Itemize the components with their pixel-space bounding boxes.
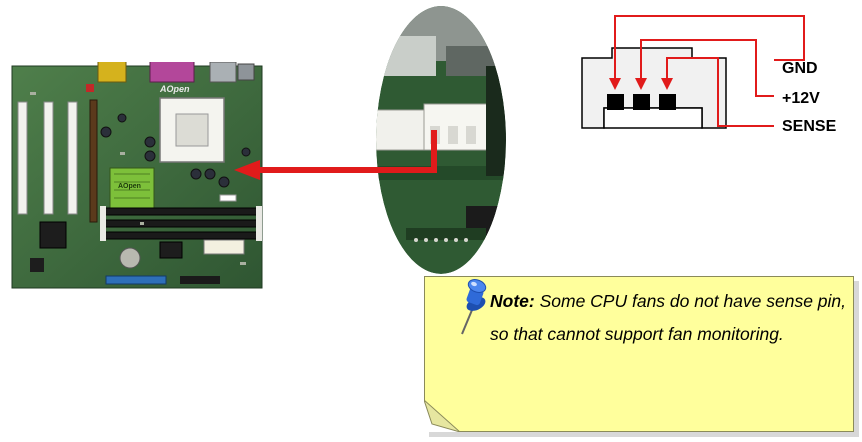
serial-port	[98, 62, 126, 82]
note-folded-corner	[424, 400, 460, 432]
pin-label-gnd: GND	[782, 60, 818, 78]
cmos-battery	[120, 248, 140, 268]
pin-12v	[633, 94, 650, 110]
cpu-socket	[160, 98, 224, 162]
fan-connector-pinout: GND +12V SENSE	[560, 8, 860, 138]
pin-sense	[659, 94, 676, 110]
note-label: Note:	[490, 291, 535, 311]
motherboard-image: AOpen AOpen	[10, 62, 266, 294]
pin-label-12v: +12V	[782, 90, 820, 108]
note-body: Some CPU fans do not have sense pin, so …	[490, 291, 846, 344]
pci-slots	[18, 102, 77, 214]
pin-gnd	[607, 94, 624, 110]
note-text: Note: Some CPU fans do not have sense pi…	[490, 285, 850, 351]
pin-label-sense: SENSE	[782, 118, 836, 136]
ide-connector	[106, 276, 166, 284]
board-brand-logo: AOpen	[159, 84, 190, 94]
dimm-slots	[100, 206, 262, 241]
chipset-heatsink: AOpen	[110, 168, 154, 208]
arrow-head-icon	[234, 160, 260, 180]
atx-power-connector	[204, 240, 244, 254]
pushpin-icon	[452, 278, 488, 336]
red-arrow	[232, 126, 438, 182]
cpu-fan-header	[220, 195, 236, 201]
connector-key	[604, 108, 702, 128]
svg-text:AOpen: AOpen	[118, 183, 141, 190]
parallel-port	[150, 62, 194, 82]
